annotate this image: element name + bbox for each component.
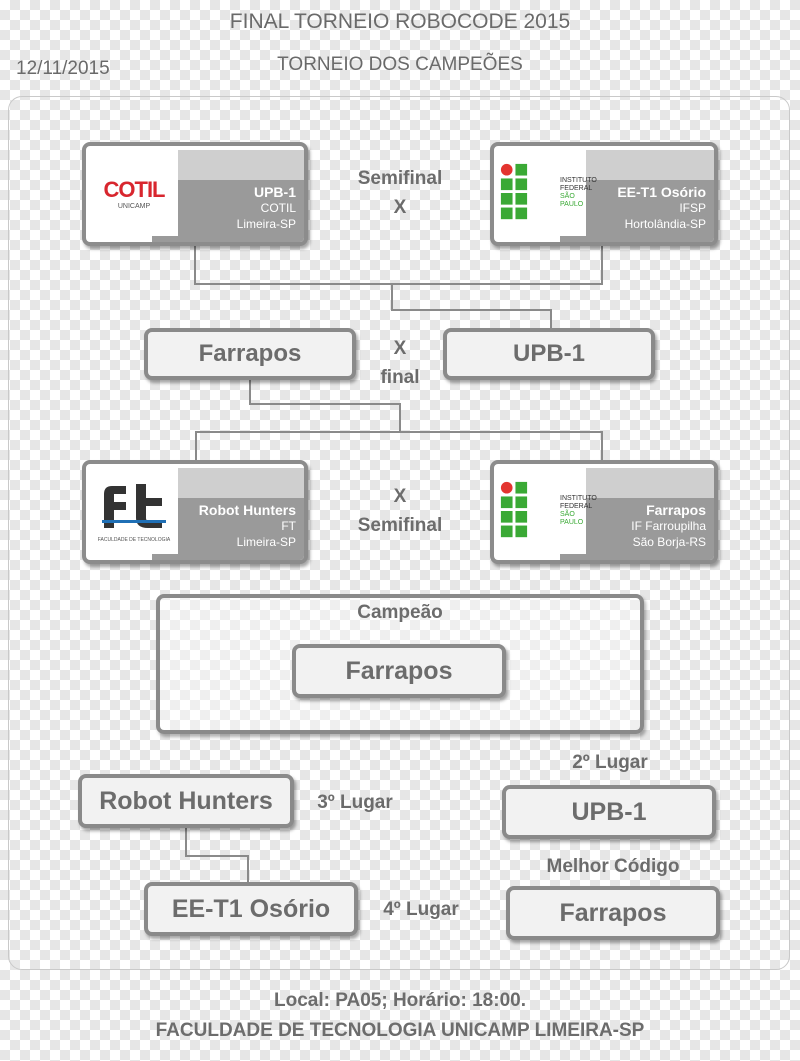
second-place-label: 2º Lugar [572,752,648,773]
connector-third-fourth [185,828,249,882]
footer-location: Local: PA05; Horário: 18:00. [273,990,526,1011]
team-info: Farrapos IF Farroupilha São Borja-RS [631,502,706,550]
team-name: Farrapos [646,502,706,518]
cotil-logo-icon: COTIL UNICAMP [90,150,178,236]
champion-label: Campeão [357,602,443,623]
team-school: FT [281,519,296,533]
semifinal-top-vs: X [393,197,407,218]
connector-semifinal-top [194,246,603,285]
cotil-logo-text: COTIL [103,176,166,202]
second-place-team: UPB-1 [502,785,716,839]
third-place-label: 3º Lugar [317,792,393,813]
outer-frame [8,96,790,970]
if-logo-sub: SÃO PAULO [560,193,584,208]
if-logo-sub: SÃO PAULO [560,511,584,526]
final-vs: X [393,338,407,359]
if-logo-text: INSTITUTO FEDERAL [560,495,597,510]
team-city: Hortolândia-SP [624,217,706,231]
team-name: EE-T1 Osório [617,184,706,200]
cotil-logo-sub: UNICAMP [117,202,151,210]
team-info: EE-T1 Osório IFSP Hortolândia-SP [617,184,706,232]
team-card-farrapos: INSTITUTO FEDERAL SÃO PAULO Farrapos IF … [490,460,718,564]
team-city: Limeira-SP [236,535,296,549]
team-card-robot-hunters: FACULDADE DE TECNOLOGIA Robot Hunters FT… [82,460,308,564]
third-place-team: Robot Hunters [78,774,294,828]
if-logo-text: INSTITUTO FEDERAL [560,177,597,192]
final-label: final [380,367,420,388]
page-title: FINAL TORNEIO ROBOCODE 2015 [229,10,571,33]
connector-to-final-right [391,284,552,330]
fourth-place-team: EE-T1 Osório [144,882,358,936]
connector-final-to-bottom [249,378,401,432]
ft-logo-icon: FACULDADE DE TECNOLOGIA [90,468,178,554]
team-city: São Borja-RS [632,535,706,549]
champion-team: Farrapos [292,644,506,698]
semifinal-top-label: Semifinal [357,168,443,189]
semifinal-bottom-label: Semifinal [357,515,443,536]
connector-semifinal-bottom [195,431,603,460]
team-card-upb1: COTIL UNICAMP UPB-1 COTIL Limeira-SP [82,142,308,246]
fourth-place-label: 4º Lugar [383,899,459,920]
team-school: IFSP [679,201,706,215]
card-band-light [574,468,714,498]
team-school: COTIL [260,201,296,215]
team-card-ee-t1-osorio: INSTITUTO FEDERAL SÃO PAULO EE-T1 Osório… [490,142,718,246]
semifinal-bottom-vs: X [393,486,407,507]
best-code-label: Melhor Código [546,856,680,877]
final-team-left: Farrapos [144,328,356,380]
ft-logo-text: FACULDADE DE TECNOLOGIA [97,536,171,543]
team-info: Robot Hunters FT Limeira-SP [199,502,296,550]
page-subtitle: TORNEIO DOS CAMPEÕES [277,54,523,75]
if-logo-icon: INSTITUTO FEDERAL SÃO PAULO [498,150,597,236]
final-team-right: UPB-1 [443,328,655,380]
if-logo-icon: INSTITUTO FEDERAL SÃO PAULO [498,468,597,554]
footer-institution: FACULDADE DE TECNOLOGIA UNICAMP LIMEIRA-… [155,1020,645,1041]
team-name: Robot Hunters [198,502,296,518]
event-date: 12/11/2015 [16,58,110,79]
team-info: UPB-1 COTIL Limeira-SP [237,184,296,232]
best-code-team: Farrapos [506,886,720,940]
team-name: UPB-1 [253,184,296,200]
team-city: Limeira-SP [236,217,296,231]
team-school: IF Farroupilha [631,519,706,533]
